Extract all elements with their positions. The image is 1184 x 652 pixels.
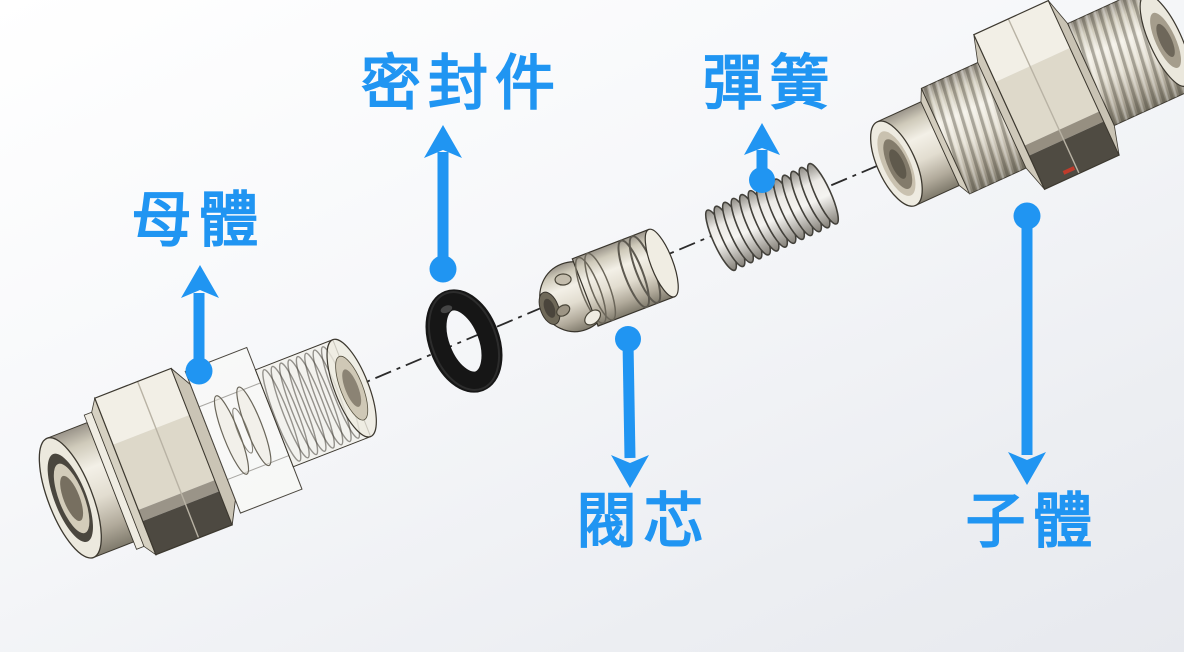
leader-dot [429, 255, 457, 283]
part-valve-core [538, 228, 679, 333]
leader-female-body-arrow [181, 265, 219, 385]
part-male-body [869, 0, 1184, 207]
arrowhead-down [1008, 452, 1046, 485]
leader-seal-arrow [424, 125, 462, 283]
part-spring [704, 162, 840, 272]
label-spring: 彈簧 [702, 49, 837, 119]
leader-spring-arrow [744, 123, 780, 193]
label-male-body: 子體 [965, 487, 1100, 557]
leader-dot [615, 326, 641, 352]
arrowhead-down [611, 455, 649, 488]
label-female-body: 母體 [131, 186, 266, 256]
leader-line [622, 341, 636, 459]
leader-dot [185, 357, 213, 385]
arrowhead-up [424, 125, 462, 158]
part-female-body [38, 338, 377, 559]
arrowhead-up [181, 265, 219, 298]
part-seal-oring [425, 289, 503, 393]
leader-valve-core-arrow [611, 326, 649, 488]
label-valve-core: 閥芯 [576, 487, 711, 557]
label-seal: 密封件 [361, 49, 562, 119]
leader-dot [1013, 202, 1041, 230]
leader-male-body-arrow [1008, 202, 1046, 485]
arrowhead-up [744, 123, 780, 155]
leader-dot [749, 167, 775, 193]
